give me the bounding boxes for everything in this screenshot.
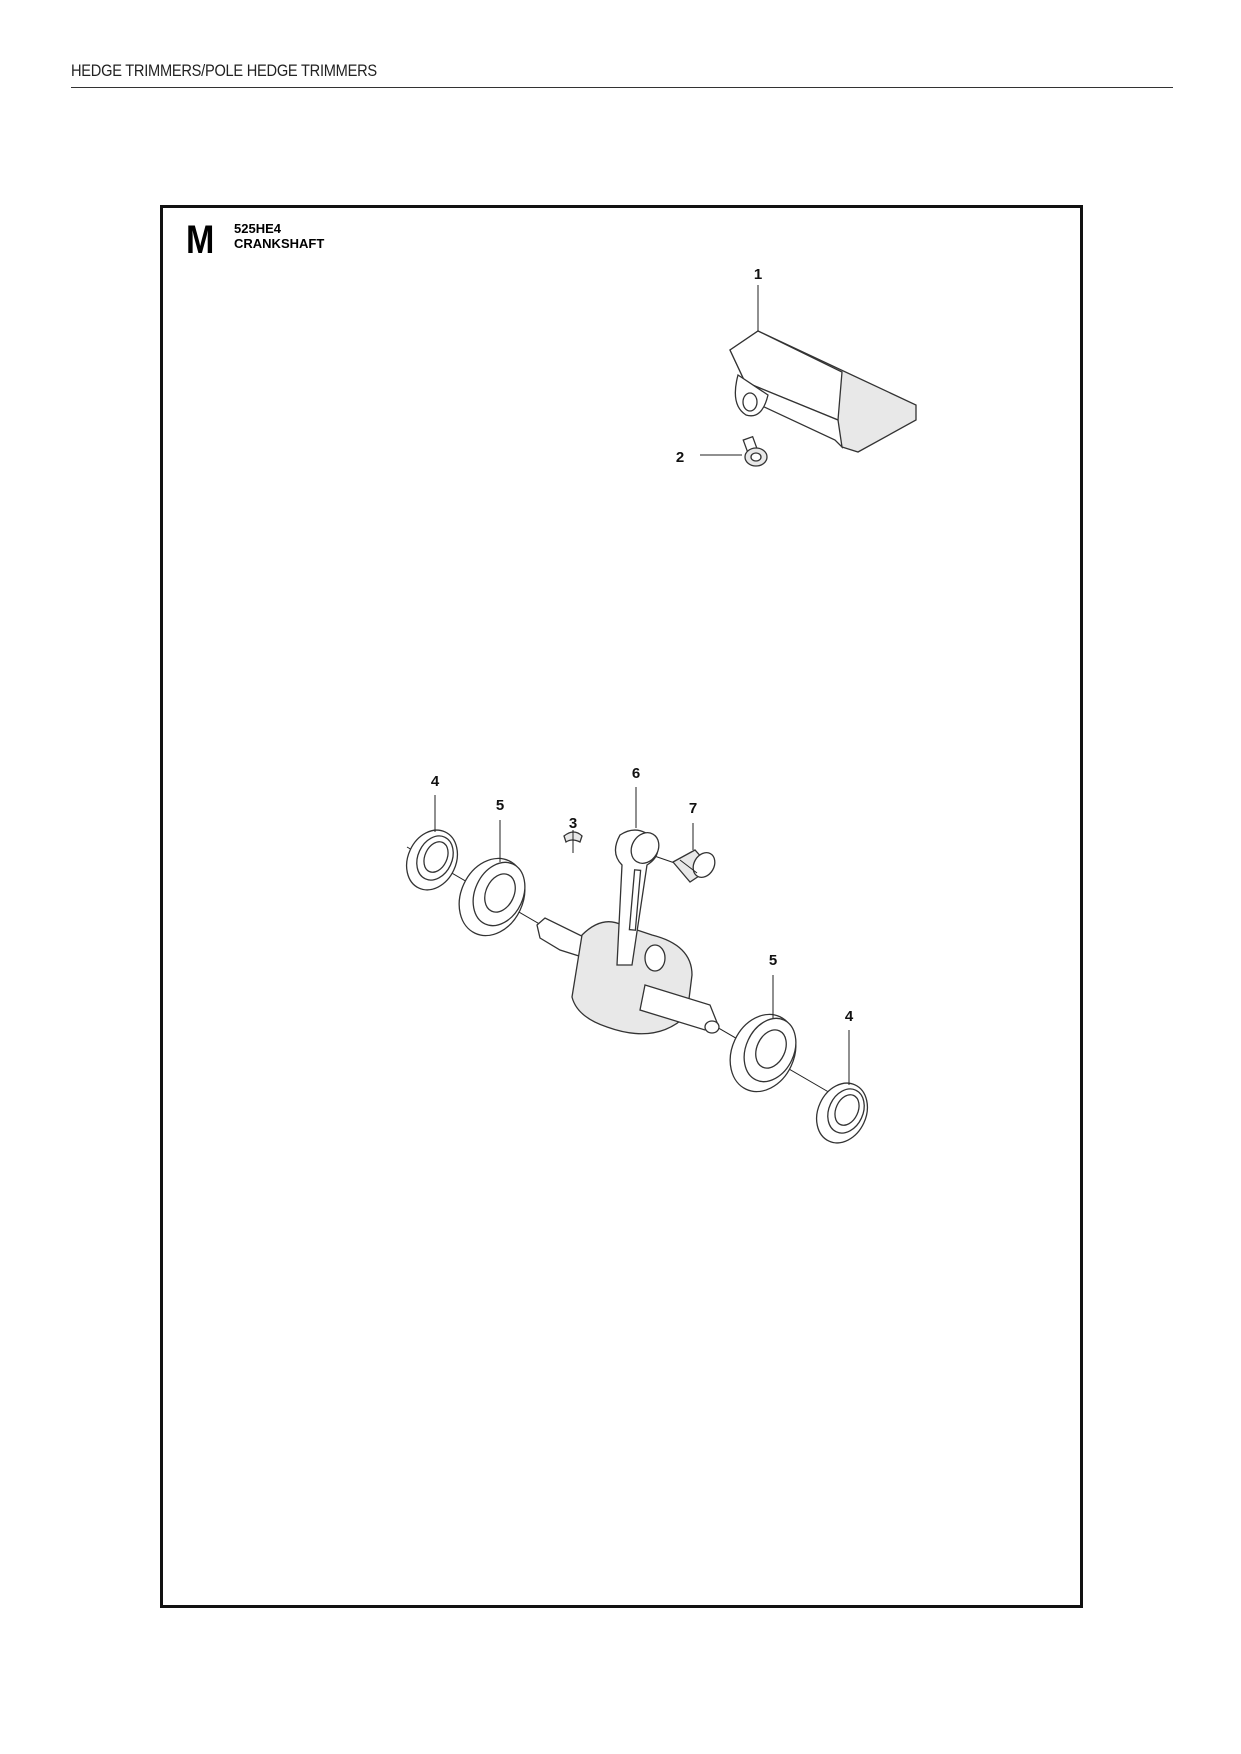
part-screw[interactable]	[742, 435, 768, 467]
part-bearing-right[interactable]	[718, 1004, 808, 1103]
part-bearing-left[interactable]	[447, 848, 537, 947]
section-letter: M	[186, 218, 215, 262]
callout-5: 5	[496, 797, 504, 814]
part-crankshaft[interactable]	[536, 917, 720, 1035]
callout-3: 3	[569, 815, 577, 832]
part-seal-right[interactable]	[807, 1075, 877, 1151]
callout-7: 7	[689, 800, 697, 817]
part-seal-left[interactable]	[397, 822, 467, 898]
model-number: 525HE4	[234, 221, 281, 236]
callout-6: 6	[632, 765, 640, 782]
callout-1: 1	[754, 266, 762, 283]
callout-4b: 4	[845, 1008, 854, 1025]
callout-4: 4	[431, 773, 440, 790]
part-needle-bearing[interactable]	[671, 849, 719, 883]
header-divider	[71, 87, 1173, 88]
callout-2: 2	[676, 449, 684, 466]
section-title: CRANKSHAFT	[234, 236, 325, 251]
part-bracket[interactable]	[729, 330, 917, 453]
page-header-title: HEDGE TRIMMERS/POLE HEDGE TRIMMERS	[71, 61, 377, 80]
section-heading: 525HE4 CRANKSHAFT	[234, 221, 324, 251]
callout-5b: 5	[769, 952, 777, 969]
part-connecting-rod[interactable]	[614, 828, 664, 966]
diagram-frame	[160, 205, 1083, 1608]
